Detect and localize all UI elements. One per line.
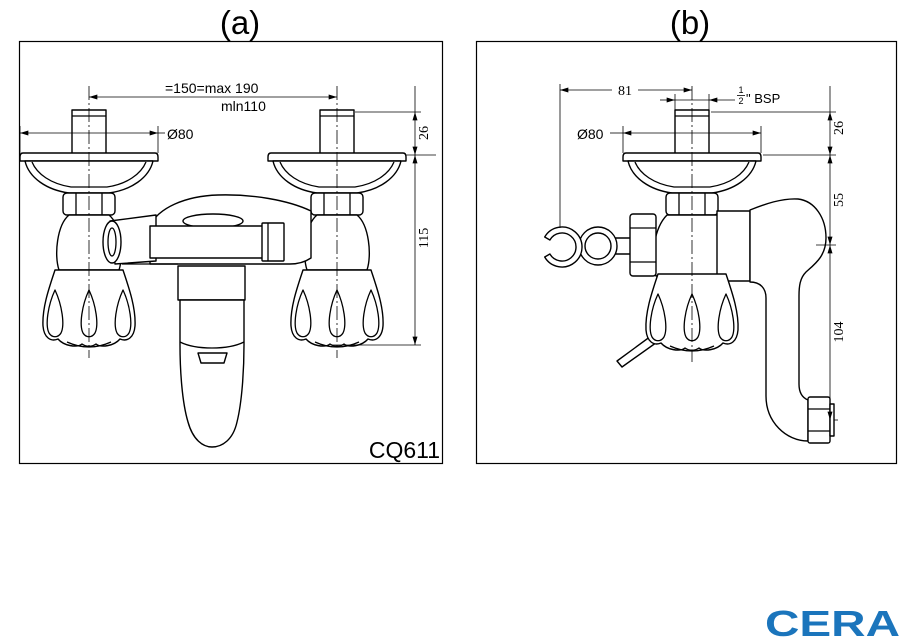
panel-a-frame	[18, 40, 444, 465]
panel-a-dimensions: =150=max 190 mln110 Ø80 26 115	[19, 80, 436, 346]
shower-arm	[149, 225, 265, 259]
lower-dim-text: 104	[832, 322, 847, 343]
upper-dim-text: 55	[832, 193, 847, 207]
flange-dim-text: Ø80	[167, 126, 194, 142]
spout	[177, 265, 246, 448]
spacing-min-text: mln110	[221, 98, 266, 114]
thread-fraction-denominator: 2	[738, 96, 743, 106]
side-valve-body	[652, 214, 719, 277]
shower-holder-side	[544, 213, 657, 277]
spout-body	[179, 299, 245, 448]
offset-dim-text: 81	[618, 84, 632, 99]
thread-suffix-text: " BSP	[746, 91, 780, 106]
flange-b-dim-text: Ø80	[577, 126, 604, 142]
panel-a-label: (a)	[220, 4, 260, 41]
thread-fraction-numerator: 1	[738, 85, 743, 95]
holder-clip	[544, 226, 583, 268]
elbow-nut	[807, 396, 831, 444]
shower-arm-cap	[261, 222, 285, 262]
panel-b-label: (b)	[670, 4, 710, 41]
panel-b-frame	[475, 40, 898, 465]
wall-elbow	[749, 198, 835, 444]
cera-logo: CERA	[765, 603, 900, 640]
stem-b-dim-text: 26	[832, 121, 847, 135]
side-connection-box	[716, 210, 751, 282]
elbow-pipe	[749, 198, 827, 442]
shower-holder-bore	[107, 227, 117, 257]
spout-tab	[197, 352, 228, 364]
panel-b-dimensions: 81 1 2 " BSP Ø80 26 55 104	[559, 84, 847, 421]
panel-a: (a)	[18, 4, 444, 465]
spout-seam	[179, 341, 245, 349]
height-dim-text: 115	[417, 228, 432, 248]
spacing-dim-text: =150=max 190	[165, 80, 259, 96]
spout-top-block	[177, 265, 246, 301]
panel-b: (b)	[475, 4, 898, 465]
stem-dim-text: 26	[417, 126, 432, 140]
shower-holder-end	[102, 220, 122, 264]
elbow-thread-end	[829, 403, 835, 437]
holder-nut	[629, 213, 657, 277]
diverter-assembly	[102, 194, 312, 265]
model-code: CQ611	[369, 437, 440, 463]
holder-ring-inner	[584, 232, 612, 260]
